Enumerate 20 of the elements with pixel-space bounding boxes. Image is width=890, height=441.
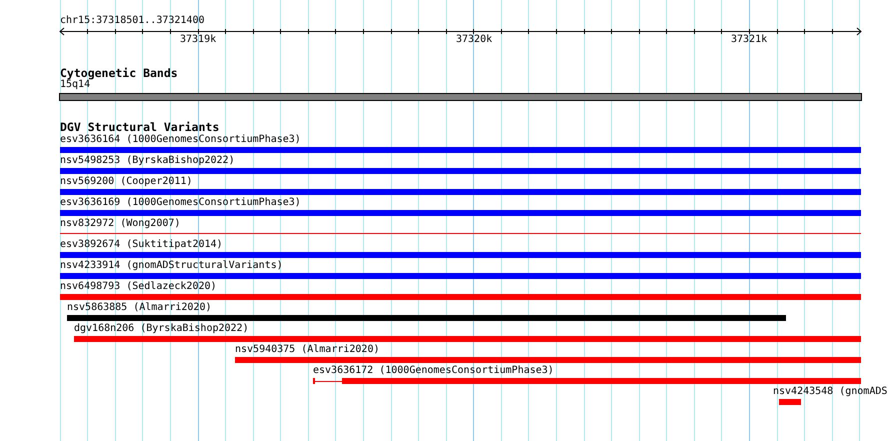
tick-label: 37319k bbox=[180, 34, 216, 46]
feature-label: nsv4243548 (gnomADS bbox=[773, 386, 888, 398]
coordinate-label: chr15:37318501..37321400 bbox=[60, 15, 204, 27]
track-title: Cytogenetic Bands bbox=[60, 67, 178, 80]
tick-label: 37321k bbox=[731, 34, 768, 46]
feature-label: nsv5498253 (ByrskaBishop2022) bbox=[60, 155, 235, 167]
feature-label: nsv5863885 (Almarri2020) bbox=[67, 302, 212, 314]
feature-label: nsv6498793 (Sedlazeck2020) bbox=[60, 281, 217, 293]
band-label: 15q14 bbox=[60, 79, 90, 91]
feature-label: esv3636172 (1000GenomesConsortiumPhase3) bbox=[313, 365, 554, 377]
feature-label: dgv168n206 (ByrskaBishop2022) bbox=[74, 323, 249, 335]
feature-label: nsv569200 (Cooper2011) bbox=[60, 176, 192, 188]
feature-label: nsv5940375 (Almarri2020) bbox=[235, 344, 380, 356]
feature-label: esv3636169 (1000GenomesConsortiumPhase3) bbox=[60, 197, 301, 209]
feature-label: nsv4233914 (gnomADStructuralVariants) bbox=[60, 260, 283, 272]
feature-label: esv3892674 (Suktitipat2014) bbox=[60, 239, 223, 251]
feature-label: nsv832972 (Wong2007) bbox=[60, 218, 180, 230]
track-title: DGV Structural Variants bbox=[60, 121, 220, 134]
tick-label: 37320k bbox=[456, 34, 492, 46]
feature-label: esv3636164 (1000GenomesConsortiumPhase3) bbox=[60, 134, 301, 146]
